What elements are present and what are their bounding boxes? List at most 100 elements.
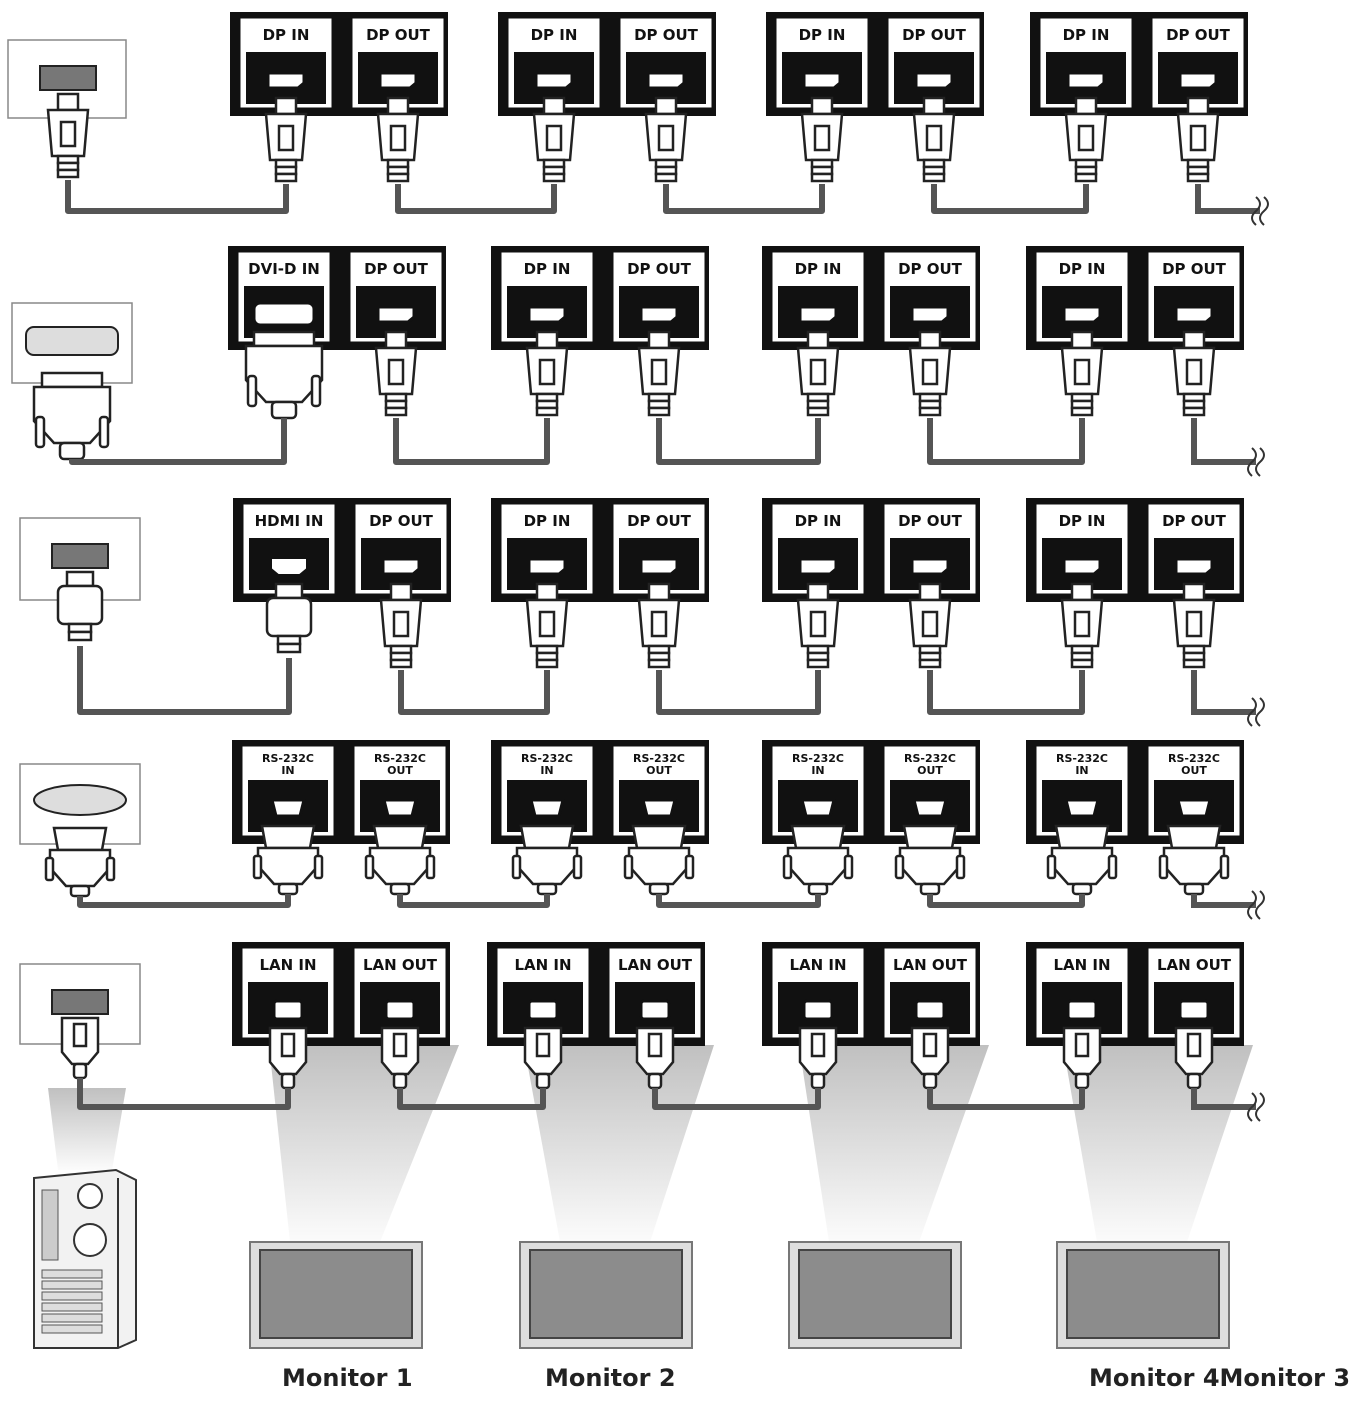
- row-lan-source-plug-boot: [72, 1062, 88, 1080]
- row-dvi-plug-8: [1172, 330, 1216, 417]
- row-dvi-source-plug-screw-right: [98, 415, 110, 449]
- row-hdmi-plug-3-ridge: [535, 658, 559, 669]
- port-label: RS-232C: [1168, 752, 1220, 765]
- row-dp-source-port: [39, 65, 97, 91]
- row-rs232-plug-4: [623, 824, 695, 896]
- pc-slot: [41, 1313, 103, 1323]
- port-socket: [376, 305, 416, 324]
- row-lan-plug-5: [798, 1026, 838, 1090]
- row-rs232-plug-7: [1046, 824, 1118, 896]
- monitor-4: [1056, 1045, 1253, 1349]
- row-rs232-plug-7-body: [1050, 846, 1114, 886]
- row-dvi-cable-1: [69, 418, 287, 465]
- monitor-3-screen: [798, 1249, 952, 1339]
- row-dp-plug-2-tip: [386, 96, 410, 116]
- monitor-1-caption: Monitor 1: [282, 1364, 413, 1392]
- row-lan-plug-1: [268, 1026, 308, 1090]
- row-dvi-plug-1-screw-left: [246, 374, 258, 408]
- row-hdmi-cable-break: [1247, 697, 1265, 727]
- port-socket: [798, 305, 838, 324]
- port-socket: [1062, 557, 1102, 576]
- row-rs232-source-plug-screw-left: [44, 856, 55, 882]
- row-dvi-plug-3-grip: [538, 358, 556, 386]
- row-hdmi-source-port: [51, 543, 109, 569]
- row-dvi-cable-4: [927, 418, 1085, 465]
- row-lan-cable-break: [1247, 1092, 1265, 1122]
- pc-slot: [41, 1302, 103, 1312]
- row-rs232-source-port: [33, 784, 127, 816]
- monitor-4-screen: [1066, 1249, 1220, 1339]
- row-rs232-plug-1: [252, 824, 324, 896]
- row-dp-plug-7-tip: [1074, 96, 1098, 116]
- port-socket: [800, 798, 836, 818]
- port-socket: [914, 999, 946, 1021]
- row-lan-plug-2: [380, 1026, 420, 1090]
- port-label: DP OUT: [369, 512, 434, 530]
- row-rs232-cable-4: [927, 894, 1085, 908]
- row-rs232-plug-2-screw-right: [425, 854, 436, 880]
- port-label: OUT: [917, 764, 943, 777]
- port-label: DP OUT: [1166, 26, 1231, 44]
- row-dvi-plug-5-ridge: [806, 406, 830, 417]
- row-rs232-plug-2-screw-left: [364, 854, 375, 880]
- port-label: DP OUT: [627, 512, 692, 530]
- row-dp-cable-1: [65, 180, 289, 214]
- port-socket: [798, 557, 838, 576]
- port-label: LAN OUT: [363, 956, 438, 974]
- row-rs232-plug-5-tip: [790, 824, 846, 850]
- row-hdmi-plug-8: [1172, 582, 1216, 669]
- row-dvi-plug-7-ridge: [1070, 406, 1094, 417]
- row-lan-plug-3: [523, 1026, 563, 1090]
- row-rs232-plug-2-body: [368, 846, 432, 886]
- row-hdmi-plug-5-tip: [806, 582, 830, 602]
- port-socket: [1174, 557, 1214, 576]
- port-socket: [527, 305, 567, 324]
- row-rs232-plug-4-boot: [648, 882, 670, 896]
- port-label: DP OUT: [634, 26, 699, 44]
- row-lan-plug-3-latch: [535, 1032, 551, 1058]
- port-label: DP OUT: [364, 260, 429, 278]
- row-dp-plug-8-ridge: [1186, 172, 1210, 183]
- row-hdmi-cable-4: [927, 670, 1085, 715]
- pc-slot: [41, 1280, 103, 1290]
- port-socket: [1066, 71, 1106, 90]
- row-dvi-plug-3-tip: [535, 330, 559, 350]
- row-dp-plug-8-tip: [1186, 96, 1210, 116]
- row-hdmi-source-plug: [56, 570, 104, 642]
- row-lan-source-port: [51, 989, 109, 1015]
- port-socket: [378, 71, 418, 90]
- row-hdmi-plug-3-tip: [535, 582, 559, 602]
- row-rs232-plug-7-tip: [1054, 824, 1110, 850]
- port-socket: [912, 798, 948, 818]
- row-lan-plug-5-boot: [810, 1072, 826, 1090]
- port-socket: [639, 305, 679, 324]
- pc-beam: [48, 1088, 126, 1170]
- port-label: DP IN: [263, 26, 310, 44]
- row-dp-plug-3-tip: [542, 96, 566, 116]
- port-label: LAN IN: [789, 956, 846, 974]
- port-label: IN: [811, 764, 824, 777]
- row-rs232-plug-3-screw-left: [511, 854, 522, 880]
- row-rs232-plug-5-boot: [807, 882, 829, 896]
- pc-io-panel: [41, 1189, 59, 1261]
- row-hdmi-plug-6-ridge: [918, 658, 942, 669]
- row-rs232-plug-4-tip: [631, 824, 687, 850]
- monitor-1: [249, 1045, 459, 1349]
- row-dp-cable-out: [1195, 184, 1260, 214]
- row-dvi-plug-8-tip: [1182, 330, 1206, 350]
- monitor-1-beam: [269, 1045, 459, 1242]
- row-dvi-plug-7: [1060, 330, 1104, 417]
- port-label: DP IN: [795, 260, 842, 278]
- pc-fan-2: [73, 1223, 107, 1257]
- row-hdmi-plug-2-grip: [392, 610, 410, 638]
- row-dp-plug-3-grip: [545, 124, 563, 152]
- row-lan-plug-8-latch: [1186, 1032, 1202, 1058]
- row-dp-plug-2: [376, 96, 420, 183]
- row-dp-cable-3: [663, 184, 825, 214]
- row-rs232-plug-7-screw-left: [1046, 854, 1057, 880]
- row-hdmi-source-plug-tip: [65, 570, 95, 588]
